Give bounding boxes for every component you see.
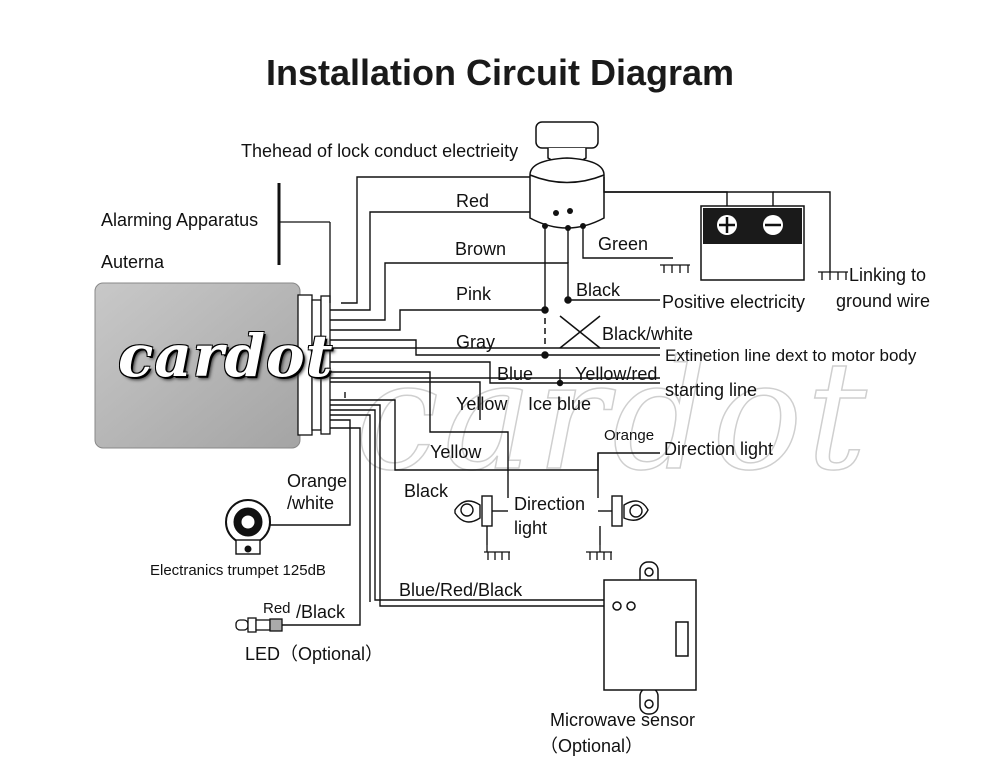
label-alarming-apparatus: Alarming Apparatus	[101, 210, 259, 230]
ground-icon	[660, 264, 690, 273]
label-direction-1: Direction	[514, 494, 586, 514]
label-orange-white-2: /white	[287, 493, 335, 513]
lock-head-icon	[529, 121, 605, 231]
label-optional: （Optional）	[540, 736, 644, 756]
label-black-small: /Black	[296, 602, 346, 622]
ground-icon	[484, 545, 510, 560]
label-brown: Brown	[455, 239, 507, 259]
label-ice-blue: Ice blue	[528, 394, 592, 414]
label-antenna: Auterna	[101, 252, 165, 272]
battery-icon	[700, 205, 805, 281]
label-positive-electricity: Positive electricity	[662, 292, 806, 312]
bulb-icon	[598, 495, 649, 545]
siren-icon	[225, 499, 271, 555]
wires	[269, 176, 831, 626]
label-lock-head: Thehead of lock conduct electrieity	[241, 141, 519, 161]
label-green: Green	[598, 234, 649, 254]
ground-icon	[818, 271, 848, 280]
ground-icon	[586, 545, 612, 560]
label-yellow-2: Yellow	[430, 442, 482, 462]
microwave-sensor-icon	[603, 561, 697, 715]
bulb-icon	[454, 495, 508, 545]
label-direction-2: light	[514, 518, 548, 538]
switch-icon	[541, 296, 601, 387]
antenna-icon	[277, 183, 331, 303]
label-black-white: Black/white	[602, 324, 694, 344]
label-extinction-line: Extinetion line dext to motor body	[665, 346, 917, 365]
label-orange-white-1: Orange	[287, 471, 348, 491]
label-orange: Orange	[604, 427, 655, 444]
label-microwave-sensor: Microwave sensor	[550, 710, 696, 730]
label-black-top: Black	[576, 280, 621, 300]
label-blue: Blue	[497, 364, 534, 384]
label-red: Red	[456, 191, 490, 211]
label-yellow-1: Yellow	[456, 394, 508, 414]
label-red-small: Red	[263, 600, 291, 617]
label-led: LED（Optional）	[245, 644, 384, 664]
brand-logo: cardot	[118, 322, 334, 390]
label-blue-red-black: Blue/Red/Black	[399, 580, 523, 600]
label-trumpet: Electranics trumpet 125dB	[150, 562, 326, 579]
label-gray: Gray	[456, 332, 496, 352]
page-title: Installation Circuit Diagram	[265, 52, 735, 93]
label-starting-line: starting line	[665, 380, 758, 400]
watermark-text: cardot	[354, 329, 871, 505]
alarm-control-box	[94, 282, 331, 449]
label-linking-1: Linking to	[849, 265, 927, 285]
led-icon	[235, 617, 283, 633]
label-direction-light-right: Direction light	[664, 439, 774, 459]
label-black-left: Black	[404, 481, 449, 501]
label-pink: Pink	[456, 284, 492, 304]
label-linking-2: ground wire	[836, 291, 931, 311]
label-yellow-red: Yellow/red	[575, 364, 658, 384]
